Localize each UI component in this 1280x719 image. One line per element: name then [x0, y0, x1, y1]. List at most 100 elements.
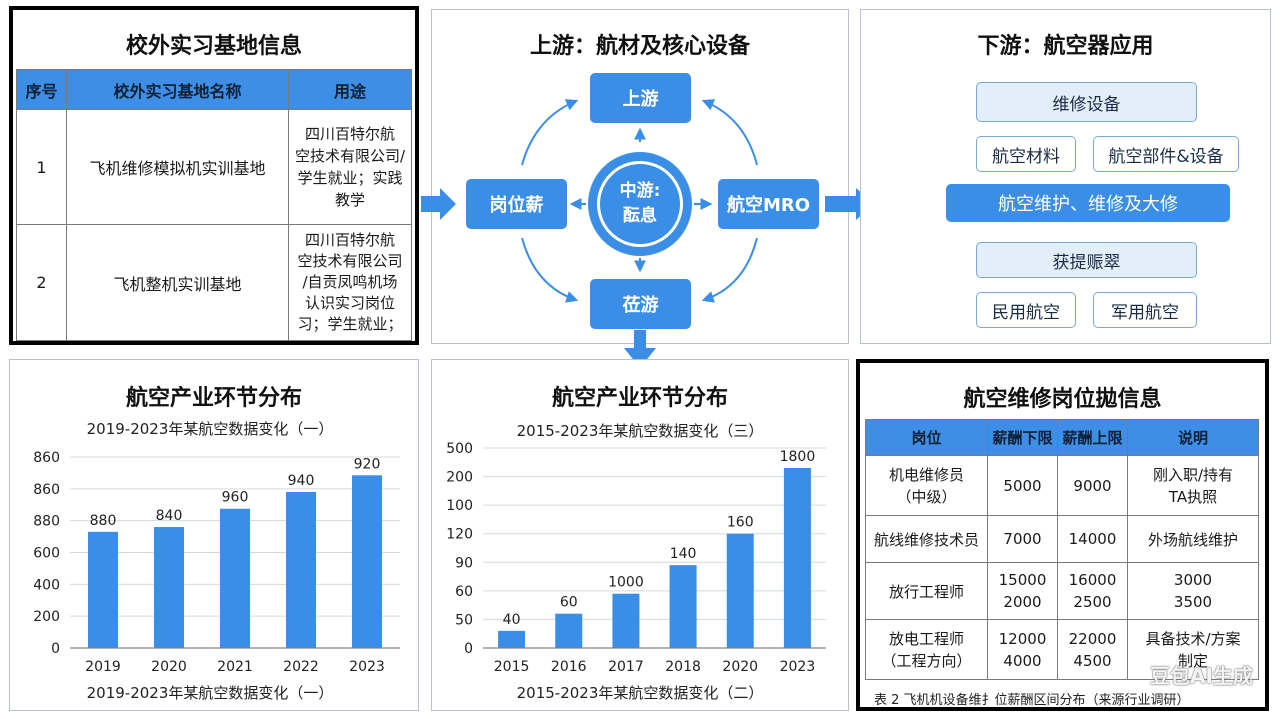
downstream-panel: 下游：航空器应用 [860, 9, 1271, 344]
y-tick-label: 120 [446, 527, 473, 543]
x-tick-label: 2023 [349, 659, 385, 675]
col-header-name: 校外实习基地名称 [66, 69, 289, 110]
x-tick-label: 2021 [217, 659, 253, 675]
bar [154, 527, 184, 648]
flow-node-top: 上游 [590, 73, 691, 123]
data-label: 40 [503, 612, 521, 628]
data-label: 920 [354, 456, 381, 472]
x-tick-label: 2018 [665, 659, 701, 675]
salary-table-caption: 表 2 飞机机设备维扌位薪酬区间分布（来源行业调研） [874, 693, 1190, 708]
y-tick-label: 500 [446, 441, 473, 457]
col-header-note: 说明 [1127, 419, 1259, 456]
x-tick-label: 2022 [283, 659, 319, 675]
mro-main-box: 航空维护、维修及大修 [946, 184, 1230, 222]
x-tick-label: 2015 [494, 659, 530, 675]
salary-panel: 航空维修岗位拋信息 岗位 薪酬下限 薪酬上限 说明 机电维修员（中级） 5000… [856, 359, 1269, 711]
aviation-materials-box: 航空材料 [976, 136, 1076, 172]
base-info-title: 校外实习基地信息 [125, 34, 302, 59]
bar [220, 508, 250, 648]
chart-subtitle: 2015-2023年某航空数据变化（三） [517, 422, 764, 440]
data-label: 60 [560, 595, 578, 611]
center-label-line2: 酝息 [623, 206, 657, 226]
x-tick-label: 2016 [551, 659, 587, 675]
data-label: 140 [670, 546, 697, 562]
data-label: 940 [288, 473, 315, 489]
data-label: 1800 [780, 449, 816, 465]
col-header-high: 薪酬上限 [1057, 419, 1128, 456]
bar [612, 593, 640, 648]
table-row: 航线维修技术员 7000 14000 外场航线维护 [865, 515, 1259, 563]
flow-center-circle: 中游: 酝息 [588, 152, 692, 256]
y-tick-label: 200 [33, 609, 60, 625]
bar [352, 475, 382, 648]
data-label: 840 [156, 508, 183, 524]
y-tick-label: 880 [33, 514, 60, 530]
row-name: 飞机整机实训基地 [66, 224, 289, 341]
data-label: 880 [90, 513, 117, 529]
y-tick-label: 860 [33, 450, 60, 466]
y-tick-label: 50 [455, 612, 473, 628]
bar [726, 533, 754, 648]
row-no: 2 [16, 224, 67, 341]
row-use: 四川百特尔航空技术有限公司/学生就业；实践教学 [288, 109, 412, 225]
garbled-box: 获提赈翠 [976, 242, 1197, 278]
base-info-panel: 校外实习基地信息 序号 校外实习基地名称 用途 1 飞机维修模拟机实训基地 四川… [9, 6, 419, 345]
base-info-table: 序号 校外实习基地名称 用途 1 飞机维修模拟机实训基地 四川百特尔航空技术有限… [16, 69, 412, 341]
col-header-job: 岗位 [865, 419, 988, 456]
chart2-panel: 航空产业环节分布 [431, 359, 849, 711]
watermark: 豆包AI生成 [1150, 664, 1253, 688]
y-tick-label: 200 [446, 470, 473, 486]
maintenance-equipment-box: 维修设备 [976, 82, 1197, 122]
x-tick-label: 2017 [608, 659, 644, 675]
y-tick-label: 600 [33, 546, 60, 562]
downstream-title: 下游：航空器应用 [977, 34, 1154, 59]
flow-node-bottom: 莅游 [590, 279, 691, 329]
y-tick-label: 60 [455, 584, 473, 600]
col-header-use: 用途 [288, 69, 412, 110]
bar [498, 630, 526, 648]
x-axis-label: 2019-2023年某航空数据变化（一） [87, 684, 334, 702]
row-use: 四川百特尔航空技术有限公司/自贡凤鸣机场认识实习岗位习；学生就业； [288, 224, 412, 341]
aviation-parts-box: 航空部件&设备 [1093, 136, 1239, 172]
salary-title: 航空维修岗位拋信息 [963, 387, 1162, 412]
flow-node-right: 航空MRO [718, 179, 819, 229]
table-row: 2 飞机整机实训基地 四川百特尔航空技术有限公司/自贡凤鸣机场认识实习岗位习；学… [16, 224, 412, 341]
flow-node-left: 岗位薪 [466, 179, 567, 229]
y-tick-label: 90 [455, 555, 473, 571]
x-tick-label: 2023 [780, 659, 816, 675]
chart1-panel: 航空产业环节分布 [9, 359, 419, 711]
data-label: 1000 [608, 575, 644, 591]
table-row: 1 飞机维修模拟机实训基地 四川百特尔航空技术有限公司/学生就业；实践教学 [16, 109, 412, 225]
data-label: 960 [222, 490, 249, 506]
x-axis-label: 2015-2023年某航空数据变化（二） [517, 684, 764, 702]
y-tick-label: 0 [51, 641, 60, 657]
bar [555, 613, 583, 648]
row-name: 飞机维修模拟机实训基地 [66, 109, 289, 225]
center-label-line1: 中游: [619, 181, 661, 201]
bar [669, 565, 697, 648]
salary-table: 岗位 薪酬下限 薪酬上限 说明 机电维修员（中级） 5000 9000 刚入职/… [865, 419, 1259, 680]
chart-subtitle: 2019-2023年某航空数据变化（一） [87, 420, 334, 438]
chart2-panel-title: 航空产业环节分布 [551, 386, 728, 411]
y-tick-label: 400 [33, 577, 60, 593]
data-label: 160 [727, 515, 754, 531]
chart1-panel-title: 航空产业环节分布 [125, 386, 302, 411]
x-tick-label: 2020 [722, 659, 758, 675]
military-aviation-box: 军用航空 [1093, 292, 1197, 328]
x-tick-label: 2019 [85, 659, 121, 675]
y-tick-label: 100 [446, 498, 473, 514]
upstream-title: 上游：航材及核心设备 [529, 34, 750, 59]
y-tick-label: 0 [464, 641, 473, 657]
civil-aviation-box: 民用航空 [976, 292, 1076, 328]
col-header-low: 薪酬下限 [987, 419, 1058, 456]
y-tick-label: 860 [33, 482, 60, 498]
row-no: 1 [16, 109, 67, 225]
x-tick-label: 2020 [151, 659, 187, 675]
bar [286, 492, 316, 648]
bar [88, 531, 118, 648]
